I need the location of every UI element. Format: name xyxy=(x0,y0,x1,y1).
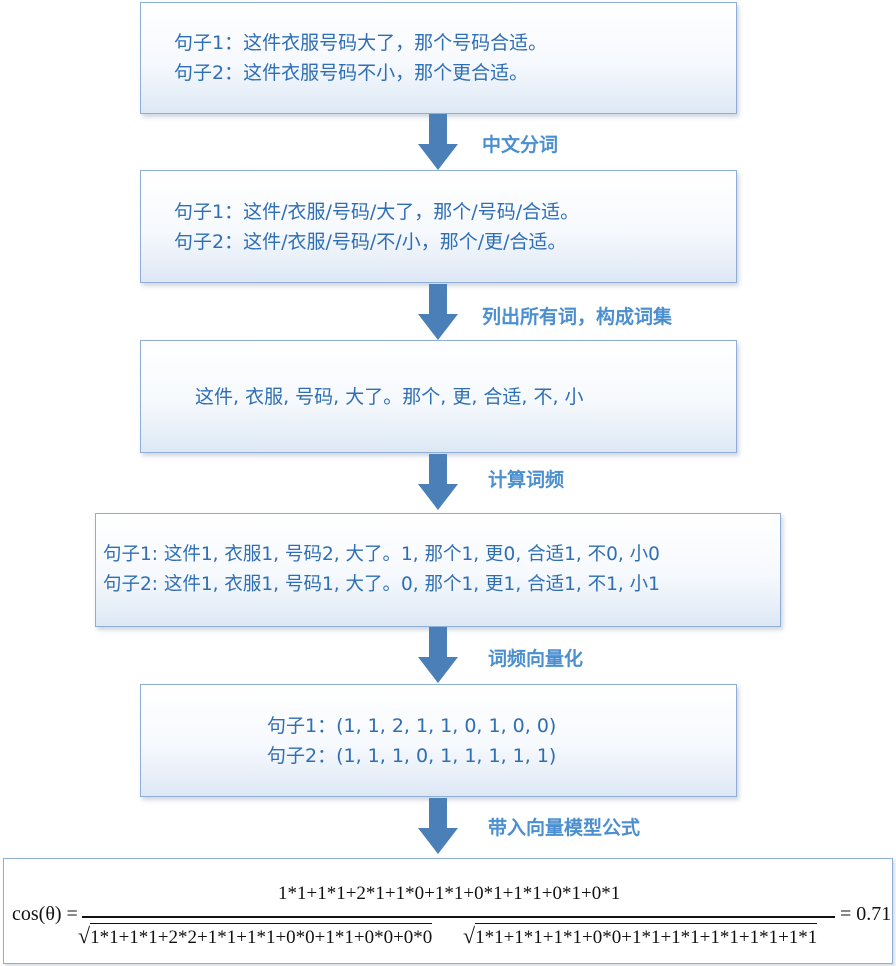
frequency-sentence-1: 句子1: 这件1, 衣服1, 号码2, 大了。1, 那个1, 更0, 合适1, … xyxy=(103,544,660,565)
segmented-sentence-1: 句子1：这件/衣服/号码/大了，那个/号码/合适。 xyxy=(174,200,580,223)
formula-lhs: cos(θ) = xyxy=(12,903,78,925)
denominator-left-text: 1*1+1*1+2*2+1*1+1*1+0*0+1*1+0*0+0*0 xyxy=(90,923,433,950)
fraction-bar xyxy=(82,916,835,918)
sqrt-icon: √ xyxy=(463,923,476,948)
formula-numerator: 1*1+1*1+2*1+1*0+1*1+0*1+1*1+0*1+0*1 xyxy=(278,883,621,904)
sentences-box: 句子1：这件衣服号码大了，那个号码合适。 句子2：这件衣服号码不小，那个更合适。 xyxy=(140,2,737,114)
formula-result: = 0.71 xyxy=(840,903,892,925)
down-arrow-icon xyxy=(418,454,458,510)
sqrt-icon: √ xyxy=(78,923,91,948)
step-label-formula: 带入向量模型公式 xyxy=(488,817,641,839)
word-set-box: 这件, 衣服, 号码, 大了。那个, 更, 合适, 不, 小 xyxy=(140,340,737,453)
step-label-vectorization: 词频向量化 xyxy=(488,648,584,670)
segmented-sentences-box: 句子1：这件/衣服/号码/大了，那个/号码/合适。 句子2：这件/衣服/号码/不… xyxy=(140,170,737,283)
word-set-text: 这件, 衣服, 号码, 大了。那个, 更, 合适, 不, 小 xyxy=(195,385,584,408)
step-label-word-frequency: 计算词频 xyxy=(488,469,565,491)
down-arrow-icon xyxy=(418,284,458,340)
frequency-sentence-2: 句子2: 这件1, 衣服1, 号码1, 大了。0, 那个1, 更1, 合适1, … xyxy=(103,574,660,595)
sentence-1-text: 句子1：这件衣服号码大了，那个号码合适。 xyxy=(174,32,548,54)
vector-sentence-1: 句子1：(1, 1, 2, 1, 1, 0, 1, 0, 0) xyxy=(267,714,557,737)
down-arrow-icon xyxy=(418,798,458,854)
sentence-2-text: 句子2：这件衣服号码不小，那个更合适。 xyxy=(174,62,529,84)
sqrt-left: √ 1*1+1*1+2*2+1*1+1*1+0*0+1*1+0*0+0*0 xyxy=(78,920,433,950)
step-label-segmentation: 中文分词 xyxy=(482,134,559,156)
step-label-word-set: 列出所有词，构成词集 xyxy=(482,306,673,328)
down-arrow-icon xyxy=(418,114,458,170)
down-arrow-icon xyxy=(418,627,458,683)
vector-box: 句子1：(1, 1, 2, 1, 1, 0, 1, 0, 0) 句子2：(1, … xyxy=(140,684,737,797)
segmented-sentence-2: 句子2：这件/衣服/号码/不/小，那个/更/合适。 xyxy=(174,230,567,253)
sqrt-right: √ 1*1+1*1+1*1+0*0+1*1+1*1+1*1+1*1+1*1 xyxy=(463,920,818,950)
word-frequency-box: 句子1: 这件1, 衣服1, 号码2, 大了。1, 那个1, 更0, 合适1, … xyxy=(95,513,781,627)
vector-sentence-2: 句子2：(1, 1, 1, 0, 1, 1, 1, 1, 1) xyxy=(267,744,557,767)
denominator-right-text: 1*1+1*1+1*1+0*0+1*1+1*1+1*1+1*1+1*1 xyxy=(475,923,818,950)
formula-denominator: √ 1*1+1*1+2*2+1*1+1*1+0*0+1*1+0*0+0*0 √ … xyxy=(78,920,840,954)
cosine-formula-box: cos(θ) = 1*1+1*1+2*1+1*0+1*1+0*1+1*1+0*1… xyxy=(3,858,893,964)
